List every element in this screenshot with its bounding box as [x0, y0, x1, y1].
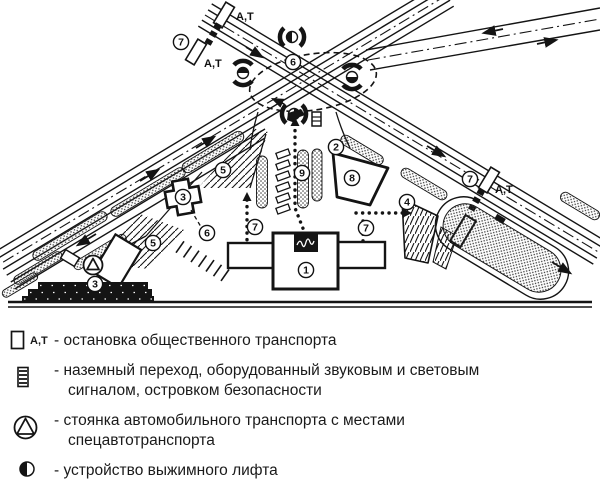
legend-text-crosswalk: - наземный переход, оборудованный звуков…	[54, 362, 480, 399]
road-northwest-southeast	[197, 3, 600, 265]
svg-text:7: 7	[178, 37, 184, 49]
underpass-zone-ellipse	[248, 51, 378, 113]
parking-icon	[13, 415, 38, 440]
svg-text:7: 7	[252, 222, 258, 234]
pedestrian-paths	[245, 122, 406, 244]
lift-icon	[280, 28, 304, 46]
baseline-street	[8, 300, 592, 308]
diagram-marker-2: 2	[327, 138, 345, 156]
legend-item-lift: - устройство выжимного лифта	[6, 460, 592, 481]
bus-stop-label: А,Т	[204, 58, 222, 70]
lift-icon	[19, 461, 35, 477]
svg-text:3: 3	[92, 279, 98, 291]
legend-item-crosswalk: - наземный переход, оборудованный звуков…	[6, 360, 592, 401]
diagram-marker-4: 4	[398, 193, 416, 211]
legend-text-transit-stop: - остановка общественного транспорта	[54, 332, 337, 349]
traffic-arrows	[75, 25, 573, 275]
diagram-marker-7: 7	[246, 218, 264, 236]
diagram-marker-3: 3	[174, 188, 192, 206]
building-left-wing	[226, 241, 275, 270]
median-strips	[1, 130, 600, 298]
bus-stop-label: А,Т	[236, 11, 254, 23]
stair-zebra-column	[275, 148, 291, 215]
top-center-structures	[270, 98, 322, 127]
island-4	[401, 198, 439, 264]
building-right-wing	[336, 240, 387, 270]
lift-icon	[234, 61, 252, 85]
legend-item-parking: - стоянка автомобильного транспорта с ме…	[6, 410, 592, 451]
road-east-arm	[365, 7, 600, 71]
diagram-marker-9: 9	[293, 164, 311, 182]
svg-text:7: 7	[363, 223, 369, 235]
right-parking-area	[434, 196, 570, 300]
svg-text:4: 4	[404, 197, 410, 209]
svg-text:9: 9	[299, 168, 305, 180]
bus-stop-label: А,Т	[495, 184, 513, 196]
svg-text:5: 5	[220, 165, 226, 177]
legend: А,Т - остановка общественного транспорта…	[0, 322, 600, 481]
svg-text:6: 6	[204, 228, 210, 240]
svg-text:5: 5	[150, 238, 156, 250]
triangle-block-8	[331, 151, 390, 207]
svg-text:3: 3	[180, 192, 186, 204]
diagram-marker-5: 5	[144, 234, 162, 252]
crosswalk-mark	[494, 213, 506, 225]
svg-text:7: 7	[467, 174, 473, 186]
transit-stop-icon-label: А,Т	[30, 334, 48, 347]
bus-stop-shelter	[477, 166, 501, 194]
emblem-scribble	[296, 238, 315, 248]
svg-text:8: 8	[349, 173, 355, 185]
diagram-marker-7: 7	[461, 170, 479, 188]
diagram-marker-7: 7	[357, 219, 375, 237]
svg-text:2: 2	[333, 142, 339, 154]
diagram-marker-5: 5	[214, 161, 232, 179]
stairs	[175, 209, 230, 282]
legend-text-parking: - стоянка автомобильного транспорта с ме…	[54, 412, 405, 449]
legend-item-transit-stop: А,Т - остановка общественного транспорта	[6, 330, 592, 351]
diagram-marker-6: 6	[198, 224, 216, 242]
parking-lot-outline	[91, 232, 143, 290]
transit-stop-icon	[10, 330, 25, 350]
path-arrows	[242, 117, 412, 218]
diagram-marker-7: 7	[172, 33, 190, 51]
diagram-marker-8: 8	[343, 169, 361, 187]
bus-stop-shelter	[184, 38, 208, 66]
legend-text-lift: - устройство выжимного лифта	[54, 462, 278, 479]
diagram-marker-6: 6	[284, 53, 302, 71]
station-building	[226, 231, 387, 291]
parking-symbol	[82, 254, 104, 276]
svg-text:1: 1	[303, 265, 309, 277]
svg-text:6: 6	[290, 57, 296, 69]
diagram-marker-1: 1	[297, 261, 315, 279]
kiosk	[59, 248, 81, 268]
crosswalk-icon	[17, 366, 29, 388]
diagram-marker-3: 3	[86, 275, 104, 293]
lift-icon	[343, 65, 361, 89]
crosswalk-stripes	[203, 22, 223, 47]
